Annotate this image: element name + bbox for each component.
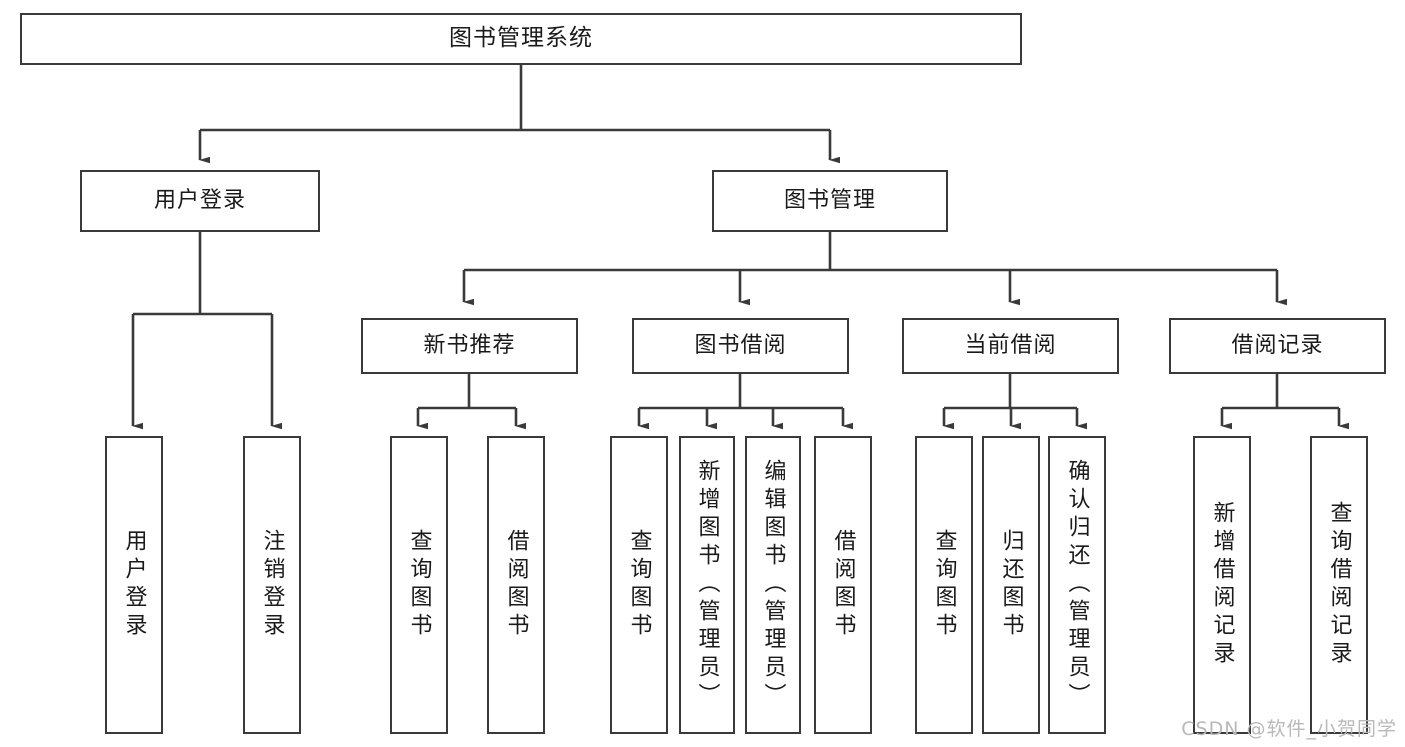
leaf-records-query-record[interactable]: 查询借阅记录 — [1310, 436, 1368, 734]
leaf-user-login-signout[interactable]: 注销登录 — [243, 436, 301, 734]
leaf-new-book-query[interactable]: 查询图书 — [390, 436, 448, 734]
leaf-borrow-borrow-book[interactable]: 借阅图书 — [814, 436, 872, 734]
node-book-borrow[interactable]: 图书借阅 — [632, 318, 849, 374]
node-borrow-records[interactable]: 借阅记录 — [1169, 318, 1386, 374]
leaf-records-add-record[interactable]: 新增借阅记录 — [1193, 436, 1251, 734]
leaf-current-query-book[interactable]: 查询图书 — [915, 436, 973, 734]
leaf-borrow-add-book-admin[interactable]: 新增图书（管理员） — [679, 436, 735, 734]
node-book-management[interactable]: 图书管理 — [712, 170, 948, 232]
leaf-user-login-signin[interactable]: 用户登录 — [105, 436, 163, 734]
node-root-book-management-system[interactable]: 图书管理系统 — [20, 13, 1022, 65]
leaf-current-confirm-return-admin[interactable]: 确认归还（管理员） — [1048, 436, 1106, 734]
node-user-login[interactable]: 用户登录 — [80, 170, 320, 232]
leaf-borrow-edit-book-admin[interactable]: 编辑图书（管理员） — [745, 436, 801, 734]
node-current-borrow[interactable]: 当前借阅 — [902, 318, 1119, 374]
leaf-new-book-borrow[interactable]: 借阅图书 — [487, 436, 545, 734]
node-new-book-recommend[interactable]: 新书推荐 — [361, 318, 578, 374]
leaf-current-return-book[interactable]: 归还图书 — [982, 436, 1040, 734]
leaf-borrow-query-book[interactable]: 查询图书 — [610, 436, 668, 734]
